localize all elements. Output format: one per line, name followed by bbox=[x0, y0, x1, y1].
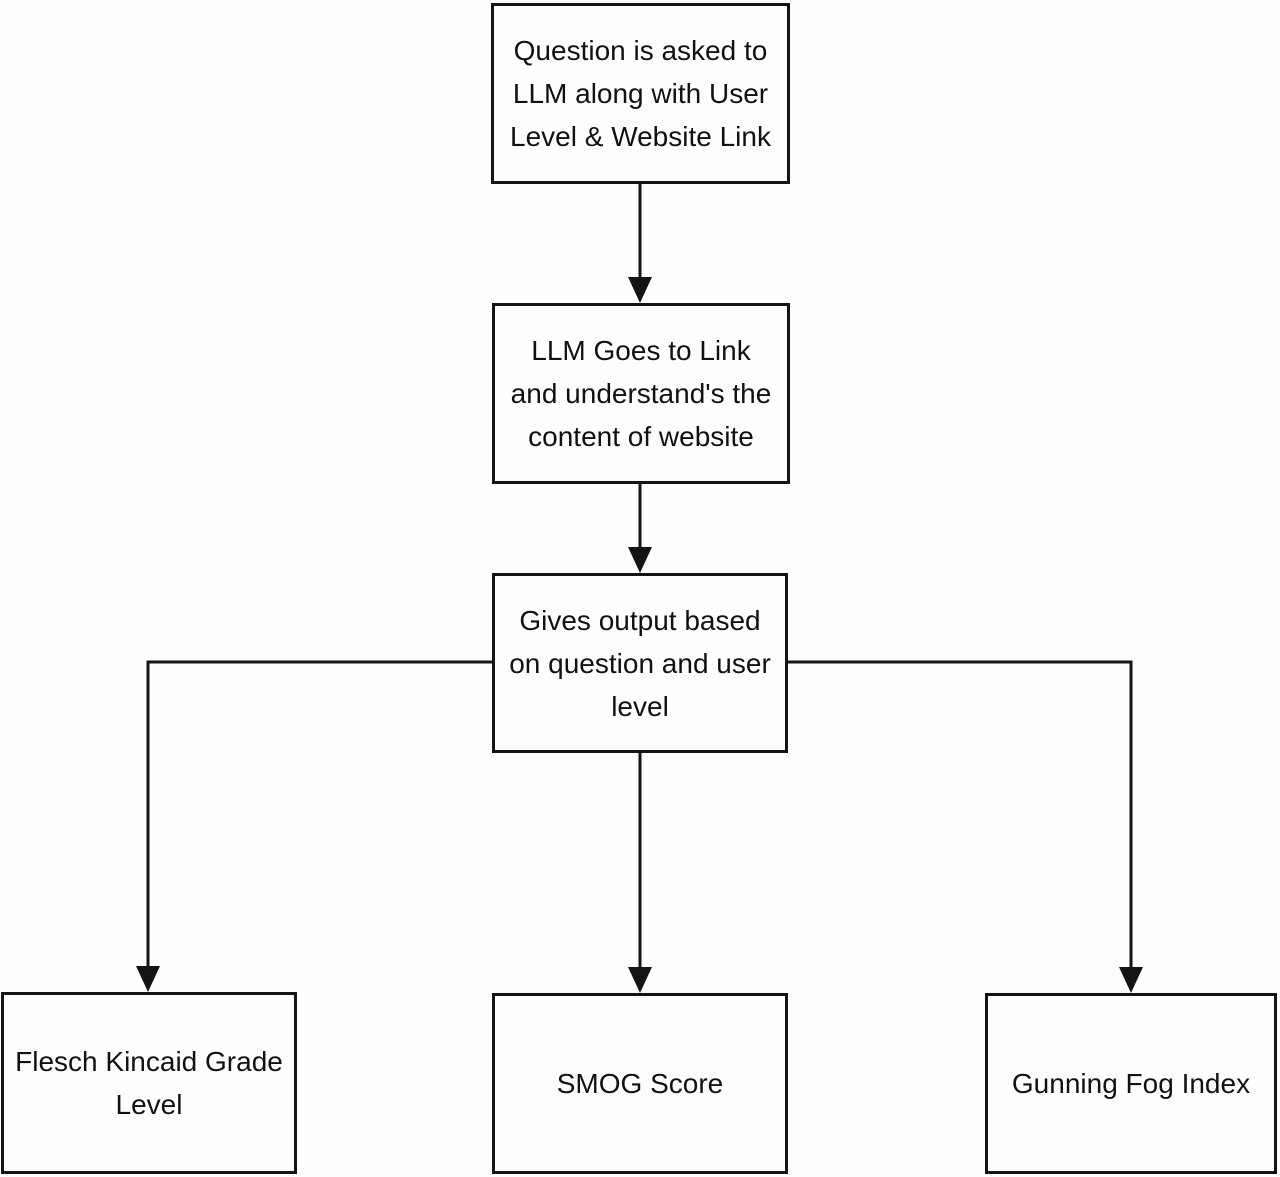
node-gives-output: Gives output based on question and user … bbox=[492, 573, 788, 753]
node-gives-output-label: Gives output based on question and user … bbox=[509, 604, 771, 722]
node-gunning-fog-label: Gunning Fog Index bbox=[1011, 1068, 1251, 1099]
edge-output-to-fog bbox=[788, 660, 1143, 993]
node-llm-understands: LLM Goes to Link and understand's the co… bbox=[492, 303, 790, 484]
node-question-input-label: Question is asked to LLM along with User… bbox=[510, 35, 771, 152]
node-flesch-kincaid: Flesch Kincaid Grade Level bbox=[1, 992, 297, 1174]
node-gunning-fog: Gunning Fog Index bbox=[985, 993, 1277, 1174]
node-llm-understands-label: LLM Goes to Link and understand's the co… bbox=[510, 335, 772, 452]
node-smog-score: SMOG Score bbox=[492, 993, 788, 1174]
node-flesch-kincaid-label: Flesch Kincaid Grade Level bbox=[15, 1046, 283, 1120]
node-smog-score-label: SMOG Score bbox=[556, 1068, 724, 1099]
edge-output-to-flesch bbox=[136, 660, 492, 992]
node-question-input: Question is asked to LLM along with User… bbox=[491, 3, 790, 184]
